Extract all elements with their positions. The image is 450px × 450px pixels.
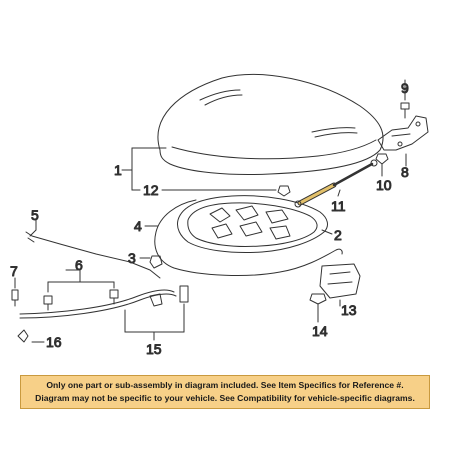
diagram-disclaimer-banner: Only one part or sub-assembly in diagram… [20, 375, 430, 409]
hinge-bolt [400, 79, 410, 119]
callout-3: 3 [128, 250, 136, 266]
cable-fastener [17, 329, 29, 343]
callout-4: 4 [134, 218, 142, 234]
callout-14: 14 [312, 323, 328, 339]
callout-13: 13 [341, 302, 357, 318]
hinge-nut [375, 153, 389, 171]
callout-16: 16 [46, 334, 62, 350]
hood-hinge [377, 115, 429, 151]
callout-6: 6 [75, 257, 83, 273]
hood-panel [157, 73, 384, 176]
prop-rod-holder [149, 255, 163, 269]
release-cable [19, 293, 177, 319]
latch-bolt [309, 293, 327, 317]
callout-1: 1 [114, 162, 122, 178]
callout-8: 8 [401, 164, 409, 180]
cable-bracket [149, 285, 189, 307]
hood-insulator [177, 195, 328, 253]
disclaimer-line-1: Only one part or sub-assembly in diagram… [46, 380, 404, 390]
callout-9: 9 [401, 80, 409, 96]
hood-latch [319, 263, 361, 299]
callout-12: 12 [143, 182, 159, 198]
leader-lines [14, 147, 407, 343]
clip-7 [11, 289, 19, 307]
callout-5: 5 [31, 207, 39, 223]
cable-clips [43, 289, 119, 311]
callout-10: 10 [376, 177, 392, 193]
hood-gas-strut [294, 159, 378, 208]
callout-2: 2 [334, 227, 342, 243]
front-seal [25, 231, 161, 279]
callout-7: 7 [10, 263, 18, 279]
callout-15: 15 [146, 341, 162, 357]
hood-weatherstrip [154, 199, 343, 276]
disclaimer-line-2: Diagram may not be specific to your vehi… [35, 393, 415, 403]
hood-bumper [277, 185, 291, 197]
callout-11: 11 [331, 198, 346, 214]
